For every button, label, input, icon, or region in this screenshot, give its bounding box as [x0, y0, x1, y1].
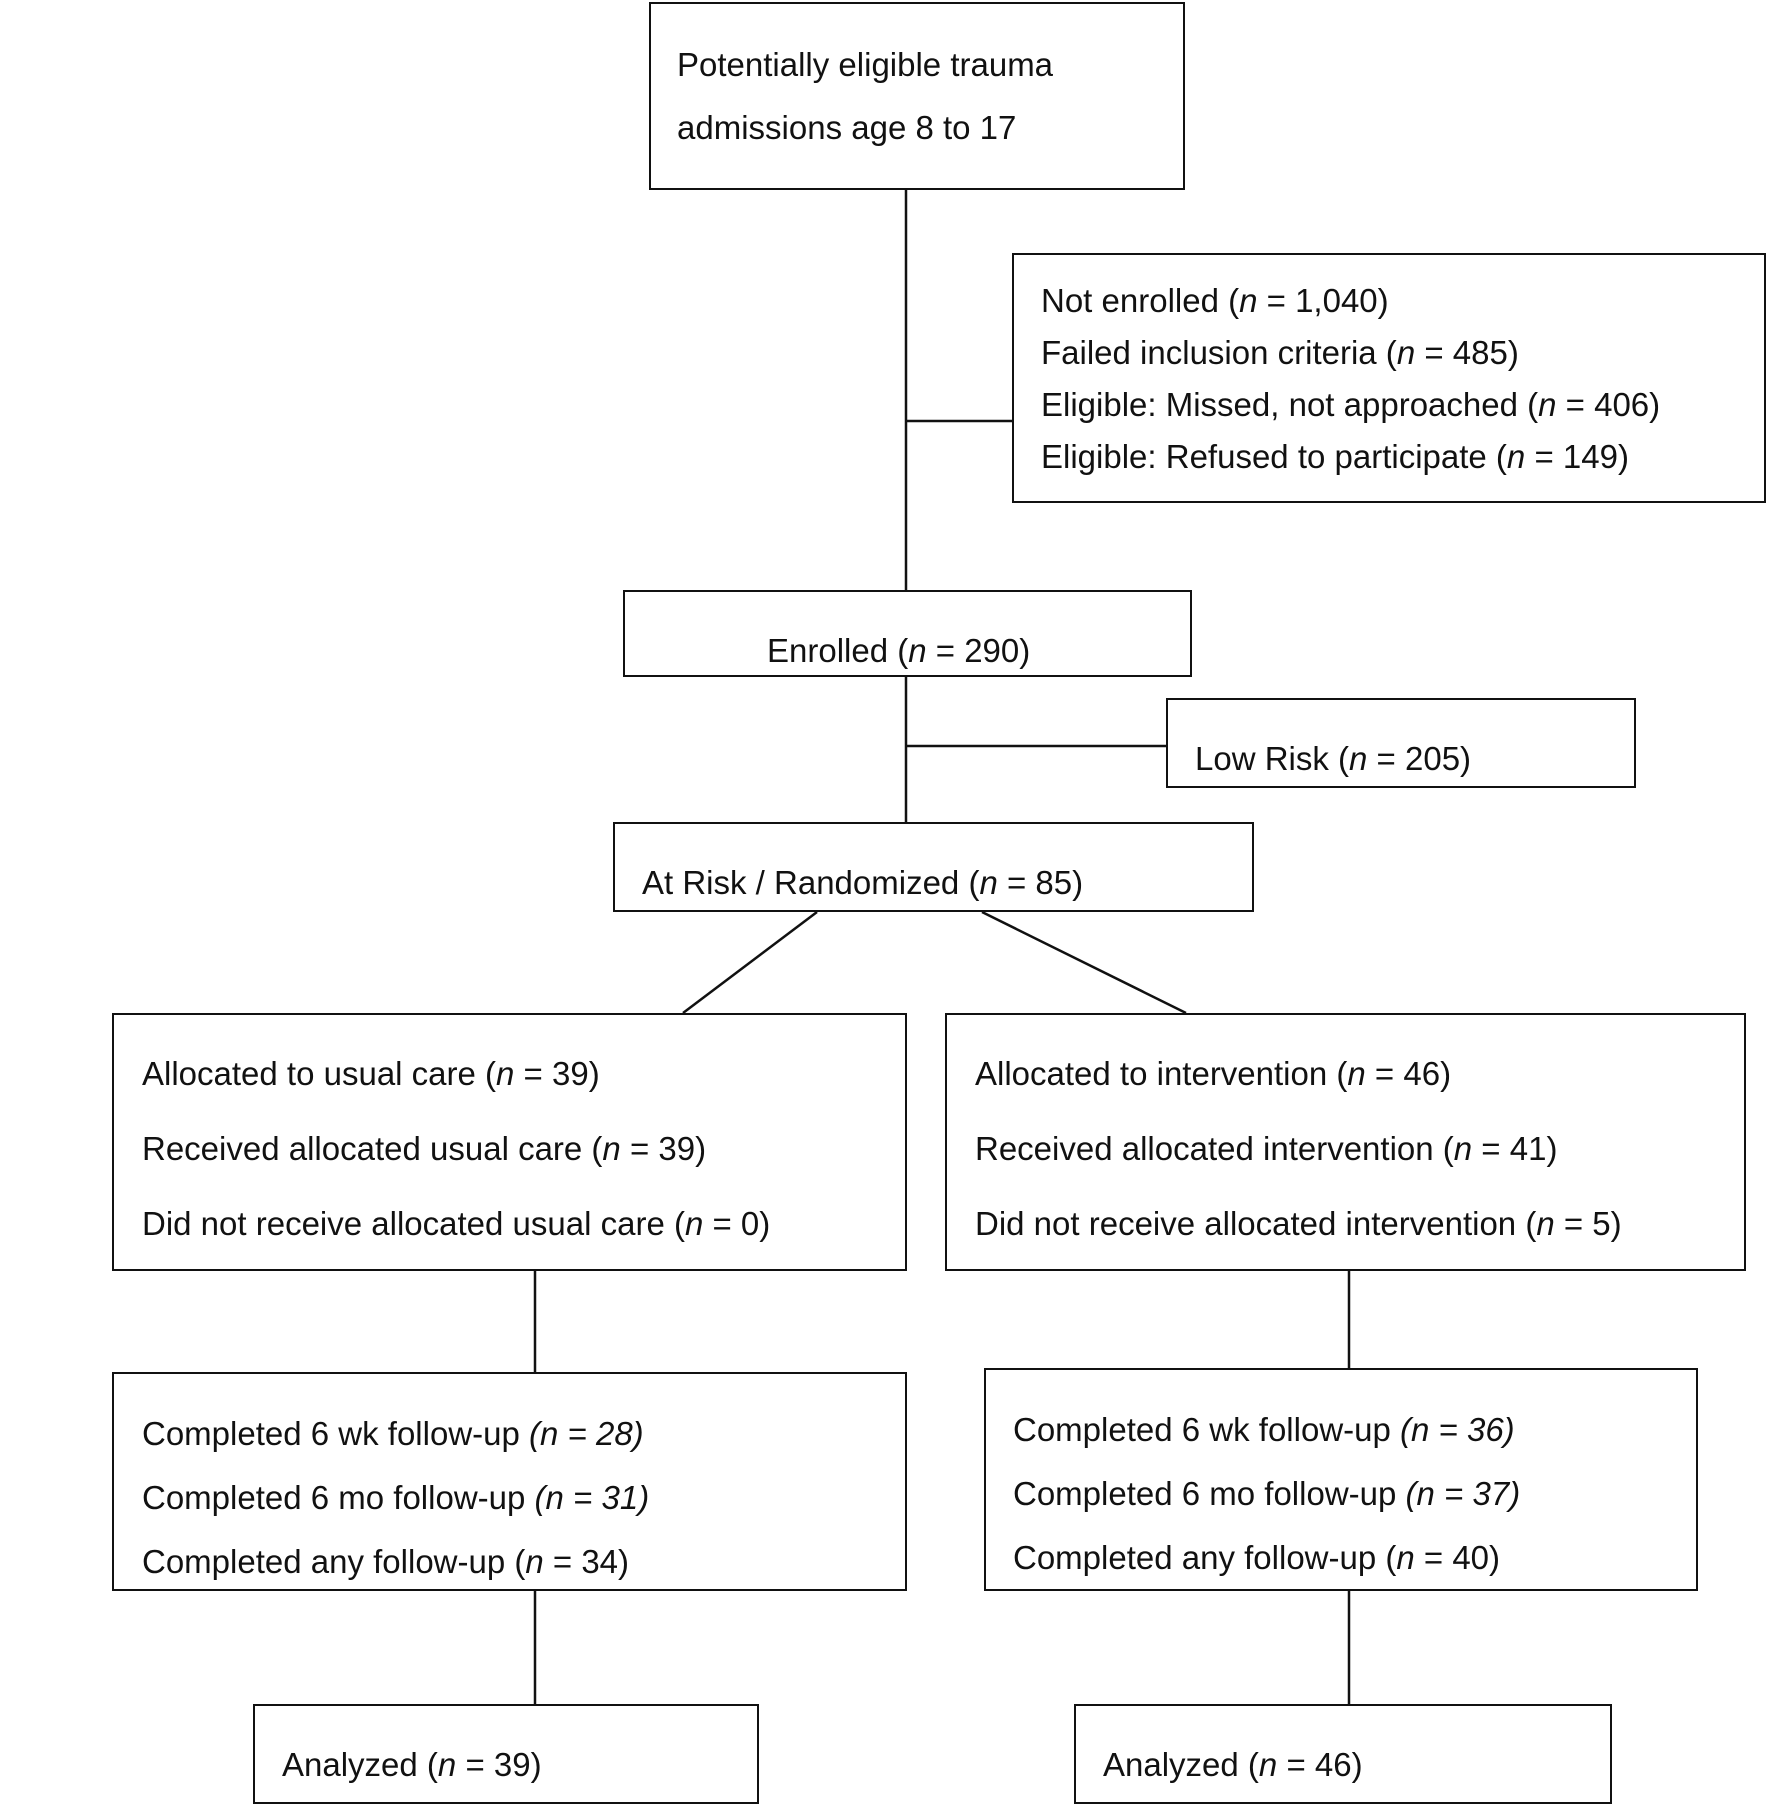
italic-run: n	[1258, 1746, 1278, 1783]
italic-run: n	[1396, 334, 1416, 371]
text-run: Analyzed (	[282, 1746, 438, 1783]
usual-care-box: Allocated to usual care (n = 39) Receive…	[112, 1013, 907, 1271]
italic-run: n	[1239, 282, 1258, 319]
analyzed-intervention-line: Analyzed (n = 46)	[1103, 1748, 1363, 1781]
followup-intervention-line: Completed any follow-up (n = 40)	[1013, 1541, 1500, 1574]
text-run: = 40)	[1414, 1539, 1501, 1576]
intervention-line: Allocated to intervention (n = 46)	[975, 1057, 1451, 1090]
followup-usual-box: Completed 6 wk follow-up (n = 28) Comple…	[112, 1372, 907, 1591]
text-run: Allocated to usual care (	[142, 1055, 497, 1092]
analyzed-usual-box: Analyzed (n = 39)	[253, 1704, 759, 1804]
followup-usual-line: Completed 6 wk follow-up (n = 28)	[142, 1417, 644, 1450]
text-run: Eligible: Refused to participate (	[1041, 438, 1507, 475]
eligible-box: Potentially eligible trauma admissions a…	[649, 2, 1185, 190]
italic-run: n	[525, 1543, 544, 1580]
enrolled-box: Enrolled (n = 290)	[623, 590, 1192, 677]
eligible-line: Potentially eligible trauma	[677, 48, 1053, 81]
text-run: Completed 6 wk follow-up	[1013, 1411, 1401, 1448]
text-run: = 39)	[620, 1130, 707, 1167]
text-run: Received allocated intervention (	[975, 1130, 1454, 1167]
italic-run: (n = 36)	[1400, 1411, 1515, 1448]
italic-run: (n = 28)	[529, 1415, 644, 1452]
italic-run: n	[1396, 1539, 1415, 1576]
text-run: = 39)	[514, 1055, 600, 1092]
text-run: Did not receive allocated usual care (	[142, 1205, 685, 1242]
text-run: = 46)	[1277, 1746, 1363, 1783]
usual-care-line: Did not receive allocated usual care (n …	[142, 1207, 770, 1240]
followup-intervention-line: Completed 6 mo follow-up (n = 37)	[1013, 1477, 1520, 1510]
text-run: Eligible: Missed, not approached (	[1041, 386, 1539, 423]
text-run: = 85)	[997, 864, 1084, 901]
text-run: Did not receive allocated intervention (	[975, 1205, 1537, 1242]
randomized-line: At Risk / Randomized (n = 85)	[642, 866, 1083, 899]
not-enrolled-line: Eligible: Refused to participate (n = 14…	[1041, 440, 1629, 473]
analyzed-usual-line: Analyzed (n = 39)	[282, 1748, 542, 1781]
text-run: Low Risk (	[1195, 740, 1350, 777]
intervention-box: Allocated to intervention (n = 46) Recei…	[945, 1013, 1746, 1271]
followup-usual-line: Completed any follow-up (n = 34)	[142, 1545, 629, 1578]
intervention-line: Received allocated intervention (n = 41)	[975, 1132, 1557, 1165]
italic-run: n	[908, 632, 927, 669]
text-run: Failed inclusion criteria (	[1041, 334, 1397, 371]
intervention-line: Did not receive allocated intervention (…	[975, 1207, 1622, 1240]
usual-care-line: Received allocated usual care (n = 39)	[142, 1132, 706, 1165]
italic-run: n	[1536, 1205, 1555, 1242]
italic-run: n	[1349, 740, 1368, 777]
italic-run: n	[496, 1055, 515, 1092]
not-enrolled-line: Eligible: Missed, not approached (n = 40…	[1041, 388, 1660, 421]
italic-run: n	[1538, 386, 1557, 423]
text-run: Completed 6 mo follow-up	[142, 1479, 535, 1516]
text-run: At Risk / Randomized (	[642, 864, 980, 901]
text-run: Completed any follow-up (	[142, 1543, 526, 1580]
text-run: = 149)	[1525, 438, 1629, 475]
not-enrolled-line: Not enrolled (n = 1,040)	[1041, 284, 1389, 317]
text-run: Allocated to intervention (	[975, 1055, 1348, 1092]
followup-intervention-box: Completed 6 wk follow-up (n = 36) Comple…	[984, 1368, 1698, 1591]
text-run: = 46)	[1365, 1055, 1452, 1092]
text-run: = 5)	[1554, 1205, 1622, 1242]
italic-run: n	[437, 1746, 457, 1783]
low-risk-box: Low Risk (n = 205)	[1166, 698, 1636, 788]
analyzed-intervention-box: Analyzed (n = 46)	[1074, 1704, 1612, 1804]
text-run: Not enrolled (	[1041, 282, 1240, 319]
randomized-box: At Risk / Randomized (n = 85)	[613, 822, 1254, 912]
italic-run: n	[1347, 1055, 1366, 1092]
eligible-line: admissions age 8 to 17	[677, 111, 1016, 144]
followup-usual-line: Completed 6 mo follow-up (n = 31)	[142, 1481, 649, 1514]
not-enrolled-line: Failed inclusion criteria (n = 485)	[1041, 336, 1519, 369]
text-run: Received allocated usual care (	[142, 1130, 603, 1167]
italic-run: n	[602, 1130, 621, 1167]
text-run: = 41)	[1472, 1130, 1558, 1167]
text-run: = 39)	[456, 1746, 542, 1783]
text-run: = 406)	[1556, 386, 1661, 423]
connector-randomized-to-intervention	[981, 910, 1187, 1015]
text-run: Enrolled (	[767, 632, 909, 669]
text-run: = 290)	[926, 632, 1031, 669]
not-enrolled-box: Not enrolled (n = 1,040) Failed inclusio…	[1012, 253, 1766, 503]
text-run: admissions age 8 to 17	[677, 109, 1017, 146]
low-risk-line: Low Risk (n = 205)	[1195, 742, 1471, 775]
followup-intervention-line: Completed 6 wk follow-up (n = 36)	[1013, 1413, 1515, 1446]
italic-run: n	[979, 864, 998, 901]
text-run: Potentially eligible trauma	[677, 46, 1054, 83]
italic-run: n	[1453, 1130, 1473, 1167]
text-run: = 0)	[703, 1205, 771, 1242]
text-run: Completed 6 wk follow-up	[142, 1415, 530, 1452]
enrolled-line: Enrolled (n = 290)	[767, 634, 1030, 667]
connector-randomized-to-usual-care	[682, 911, 818, 1014]
italic-run: (n = 37)	[1405, 1475, 1521, 1512]
italic-run: n	[684, 1205, 704, 1242]
text-run: = 205)	[1367, 740, 1472, 777]
text-run: = 485)	[1415, 334, 1519, 371]
italic-run: (n = 31)	[534, 1479, 650, 1516]
text-run: Analyzed (	[1103, 1746, 1259, 1783]
italic-run: n	[1506, 438, 1526, 475]
usual-care-line: Allocated to usual care (n = 39)	[142, 1057, 600, 1090]
text-run: Completed 6 mo follow-up	[1013, 1475, 1406, 1512]
text-run: = 34)	[543, 1543, 630, 1580]
text-run: Completed any follow-up (	[1013, 1539, 1397, 1576]
text-run: = 1,040)	[1257, 282, 1389, 319]
